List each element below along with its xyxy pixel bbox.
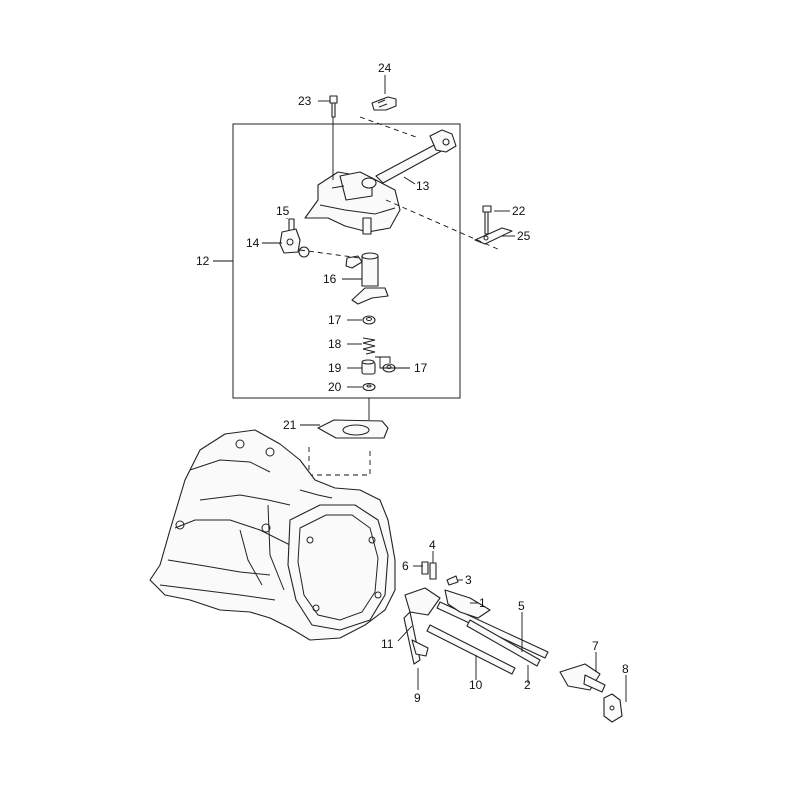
part-16-shift-finger (345, 252, 389, 305)
callout-24: 24 (378, 61, 392, 75)
part-18-spring (362, 337, 376, 355)
leader-lines (213, 75, 627, 702)
callout-10: 10 (469, 678, 483, 692)
part-24-plug-bolt (371, 96, 397, 111)
assembly-dash-lines (299, 116, 501, 476)
part-14-lever-block (279, 228, 310, 258)
callout-7: 7 (592, 639, 599, 653)
callout-5: 5 (518, 599, 525, 613)
callout-9: 9 (414, 691, 421, 705)
callout-13: 13 (416, 179, 430, 193)
part-17-washer-upper (362, 315, 376, 325)
callout-22: 22 (512, 204, 526, 218)
part-shift-housing (304, 171, 401, 235)
shift-rail-assembly (403, 561, 623, 723)
part-25-bracket (474, 227, 513, 245)
callout-25: 25 (517, 229, 531, 243)
callout-14: 14 (246, 236, 260, 250)
part-22-bolt (482, 205, 492, 235)
callout-16: 16 (323, 272, 337, 286)
callout-1: 1 (479, 596, 486, 610)
callout-3: 3 (465, 573, 472, 587)
callout-12: 12 (196, 254, 210, 268)
callout-labels: 24 23 13 12 15 14 16 17 18 19 17 20 21 2… (196, 61, 629, 705)
callout-6: 6 (402, 559, 409, 573)
callout-8: 8 (622, 662, 629, 676)
callout-19: 19 (328, 361, 342, 375)
callout-23: 23 (298, 94, 312, 108)
part-21-gasket (317, 419, 389, 439)
callout-17-upper: 17 (328, 313, 342, 327)
transmission-case (149, 429, 396, 641)
callout-15: 15 (276, 204, 290, 218)
callout-11: 11 (381, 637, 394, 651)
part-23-bolt (329, 95, 338, 118)
callout-2: 2 (524, 678, 531, 692)
callout-4: 4 (429, 538, 436, 552)
part-13-shift-rod (375, 129, 457, 184)
callout-17-right: 17 (414, 361, 428, 375)
callout-18: 18 (328, 337, 342, 351)
callout-20: 20 (328, 380, 342, 394)
callout-21: 21 (283, 418, 297, 432)
part-20-washer (362, 382, 376, 392)
part-19-plunger (361, 359, 376, 375)
